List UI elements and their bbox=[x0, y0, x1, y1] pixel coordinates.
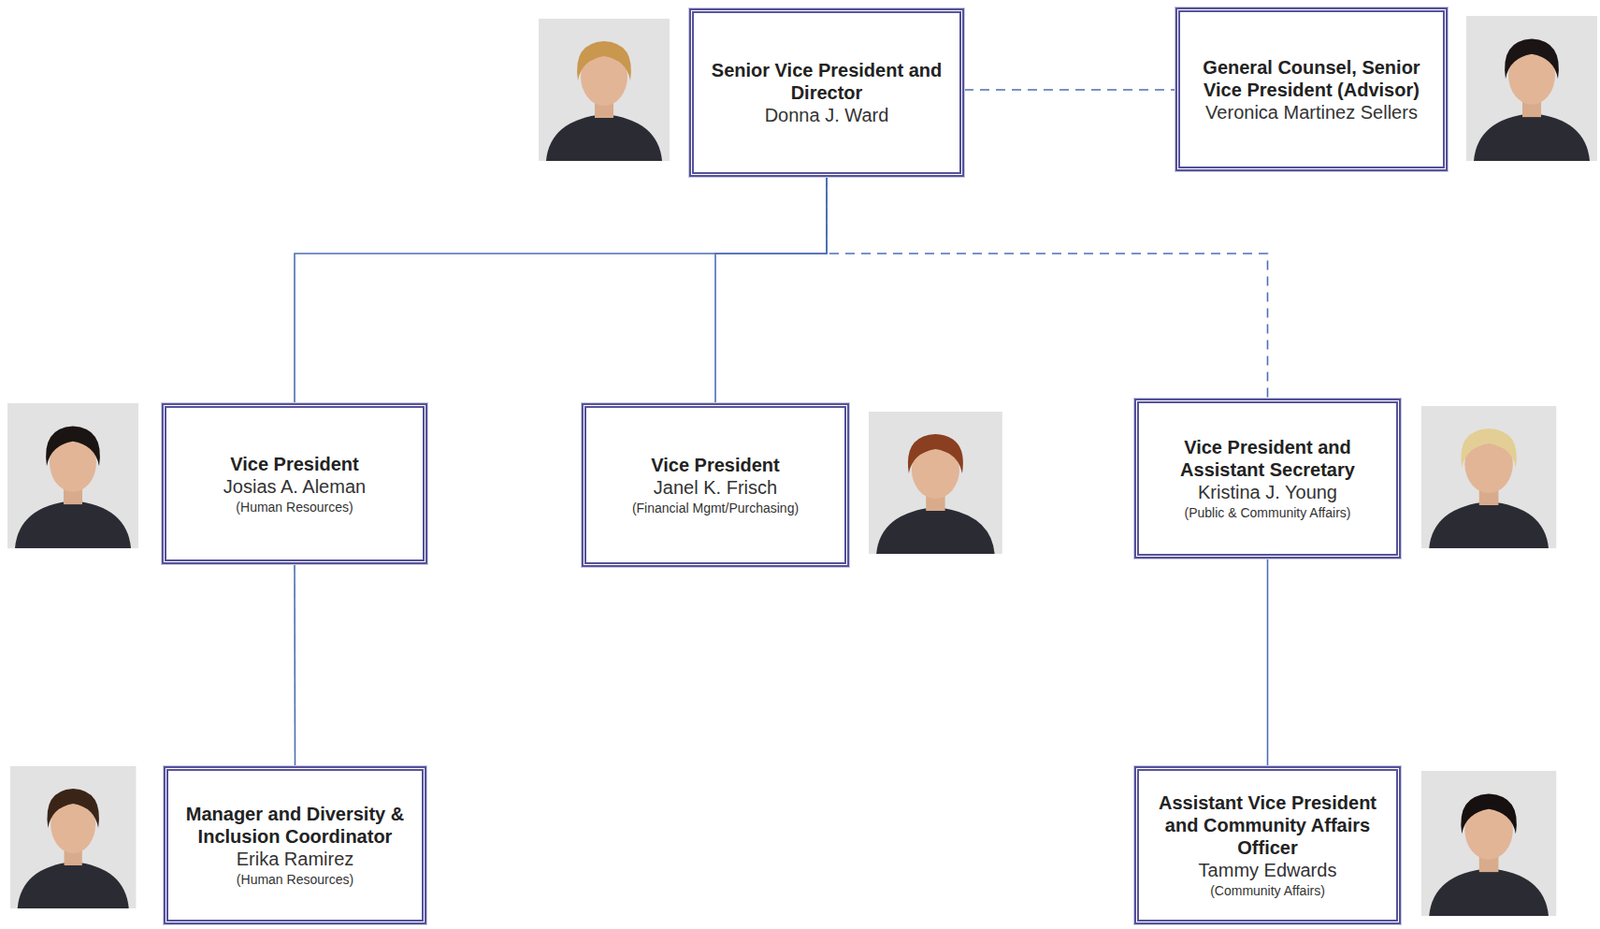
org-box: General Counsel, Senior Vice President (… bbox=[1175, 7, 1448, 172]
portrait-photo bbox=[538, 18, 670, 161]
job-title: Vice President bbox=[230, 452, 359, 476]
reporting-line bbox=[294, 176, 827, 404]
org-box: Vice PresidentJanel K. Frisch(Financial … bbox=[581, 403, 850, 567]
portrait-photo bbox=[10, 765, 136, 909]
person-name: Donna J. Ward bbox=[764, 103, 890, 127]
person-name: Janel K. Frisch bbox=[653, 475, 778, 499]
person-name: Erika Ramirez bbox=[236, 847, 355, 870]
reporting-line bbox=[1267, 558, 1269, 766]
job-title: Senior Vice President and Director bbox=[705, 58, 949, 104]
advisory-line bbox=[826, 176, 1269, 399]
advisory-line bbox=[964, 88, 1176, 91]
job-title: Vice President bbox=[650, 453, 779, 476]
department-name: (Human Resources) bbox=[236, 871, 354, 888]
job-title: General Counsel, Senior Vice President (… bbox=[1191, 56, 1432, 101]
portrait-photo bbox=[7, 403, 139, 548]
person-name: Veronica Martinez Sellers bbox=[1205, 100, 1418, 124]
person-name: Josias A. Aleman bbox=[223, 475, 366, 498]
org-box: Assistant Vice President and Community A… bbox=[1134, 765, 1401, 924]
department-name: (Financial Mgmt/Purchasing) bbox=[632, 500, 799, 517]
person-name: Tammy Edwards bbox=[1198, 858, 1338, 881]
reporting-line bbox=[293, 563, 296, 766]
portrait-photo bbox=[868, 411, 1003, 554]
person-name: Kristina J. Young bbox=[1197, 480, 1338, 504]
portrait-photo bbox=[1421, 405, 1557, 548]
org-box: Vice President and Assistant SecretaryKr… bbox=[1134, 398, 1401, 559]
org-box: Senior Vice President and DirectorDonna … bbox=[689, 8, 965, 177]
job-title: Assistant Vice President and Community A… bbox=[1150, 791, 1385, 859]
reporting-line bbox=[715, 176, 827, 404]
job-title: Manager and Diversity & Inclusion Coordi… bbox=[179, 802, 411, 848]
portrait-photo bbox=[1421, 770, 1557, 916]
portrait-photo bbox=[1466, 15, 1598, 161]
department-name: (Public & Community Affairs) bbox=[1184, 504, 1352, 521]
org-box: Vice PresidentJosias A. Aleman(Human Res… bbox=[161, 403, 428, 564]
department-name: (Community Affairs) bbox=[1210, 882, 1326, 899]
department-name: (Human Resources) bbox=[235, 499, 353, 516]
job-title: Vice President and Assistant Secretary bbox=[1150, 435, 1385, 481]
org-box: Manager and Diversity & Inclusion Coordi… bbox=[163, 765, 427, 924]
